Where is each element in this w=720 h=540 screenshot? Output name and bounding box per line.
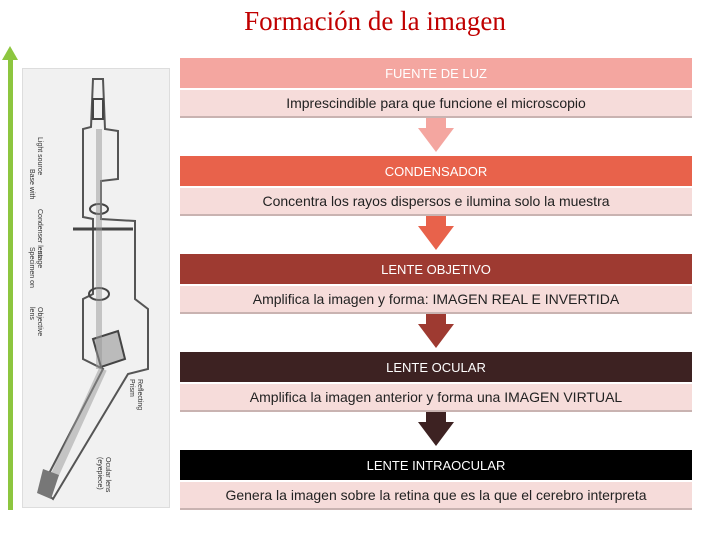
- step-description: Genera la imagen sobre la retina que es …: [180, 482, 692, 510]
- figure-label: Reflecting: [136, 379, 143, 411]
- step-header: FUENTE DE LUZ: [180, 58, 692, 88]
- microscope-drawing: [37, 78, 149, 501]
- figure-label: Objective: [36, 307, 43, 337]
- step-condensador: CONDENSADOR: [180, 156, 692, 186]
- step-fuente-de-luz: FUENTE DE LUZ: [180, 58, 692, 88]
- flow-arrow-stem: [426, 216, 446, 228]
- microscope-diagram: Light source Base with Condenser lens st…: [22, 68, 170, 508]
- step-description: Imprescindible para que funcione el micr…: [180, 90, 692, 118]
- step-description: Amplifica la imagen y forma: IMAGEN REAL…: [180, 286, 692, 314]
- down-arrow-icon: [418, 226, 454, 250]
- down-arrow-icon: [418, 128, 454, 152]
- figure-label: (eyepiece): [96, 457, 103, 490]
- step-header: CONDENSADOR: [180, 156, 692, 186]
- figure-label: Prism: [128, 379, 135, 397]
- down-arrow-icon: [418, 324, 454, 348]
- figure-label: Base with: [28, 169, 35, 200]
- figure-label: Light source: [36, 137, 43, 176]
- step-lente-ocular: LENTE OCULAR: [180, 352, 692, 382]
- flow-arrow-stem: [426, 314, 446, 326]
- step-header: LENTE OBJETIVO: [180, 254, 692, 284]
- figure-label: Specimen on: [28, 247, 35, 288]
- down-arrow-icon: [418, 422, 454, 446]
- step-lente-intraocular: LENTE INTRAOCULAR: [180, 450, 692, 480]
- arrow-up-icon: [2, 46, 18, 60]
- figure-label: Ocular lens: [104, 457, 111, 493]
- flow-arrow-stem: [426, 118, 446, 130]
- step-header: LENTE OCULAR: [180, 352, 692, 382]
- step-header: LENTE INTRAOCULAR: [180, 450, 692, 480]
- step-description: Concentra los rayos dispersos e ilumina …: [180, 188, 692, 216]
- vertical-arrow-bar: [8, 58, 13, 510]
- page-title: Formación de la imagen: [244, 6, 506, 36]
- figure-label: lens: [28, 307, 35, 320]
- flow-arrow-stem: [426, 412, 446, 424]
- step-description: Amplifica la imagen anterior y forma una…: [180, 384, 692, 412]
- figure-label: stage: [36, 251, 43, 269]
- step-lente-objetivo: LENTE OBJETIVO: [180, 254, 692, 284]
